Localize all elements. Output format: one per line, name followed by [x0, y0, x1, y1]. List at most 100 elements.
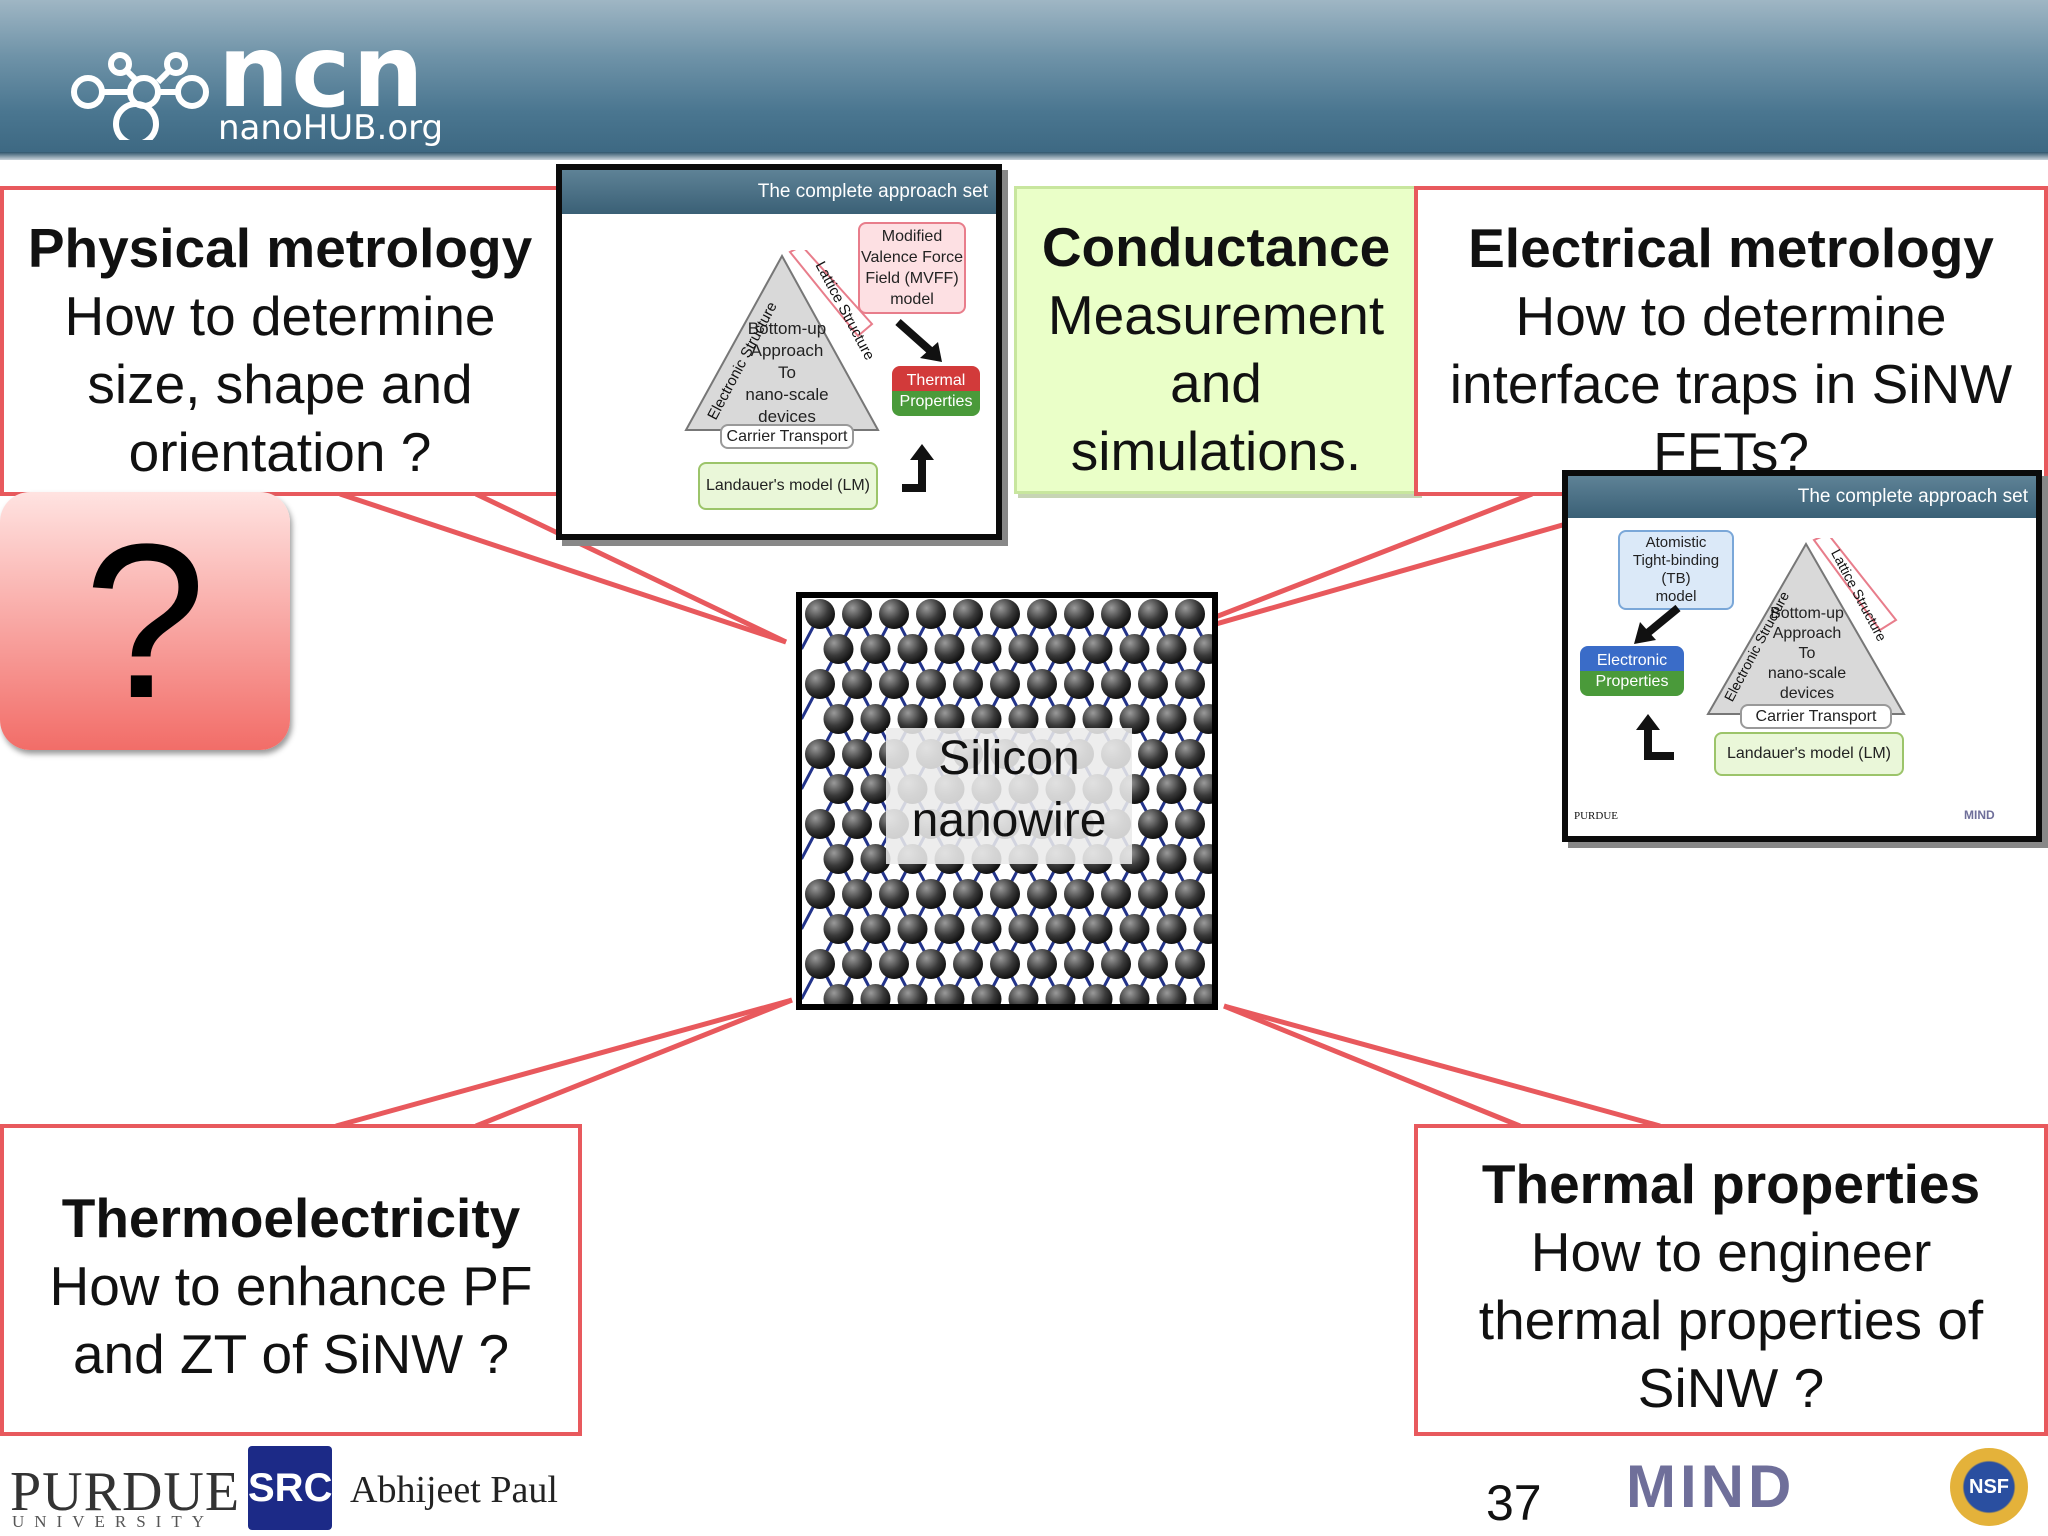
- silicon-atom: [1175, 879, 1205, 909]
- tri-line: nano-scale: [745, 385, 829, 404]
- silicon-atom: [1156, 984, 1187, 1014]
- physical-metrology-line-3: orientation ?: [128, 421, 432, 483]
- connector-thermal-b: [1223, 1003, 1661, 1129]
- silicon-atom: [842, 809, 872, 839]
- silicon-atom: [971, 984, 1002, 1014]
- silicon-atom: [805, 599, 835, 629]
- silicon-atom: [1138, 739, 1168, 769]
- tri-line: nano-scale: [1767, 665, 1847, 682]
- physical-metrology-title: Physical metrology: [27, 217, 533, 279]
- tight-binding-model-label: Atomistic Tight-binding (TB) model: [1618, 530, 1734, 610]
- mvff-line: Modified: [881, 228, 943, 245]
- header-banner: ncn nanoHUB.org: [0, 0, 2048, 160]
- tb-line: model: [1655, 588, 1697, 605]
- silicon-atom: [1027, 879, 1057, 909]
- silicon-atom: [1064, 949, 1094, 979]
- src-logo: SRC: [248, 1446, 332, 1530]
- silicon-atom: [1119, 914, 1150, 944]
- nanohub-logo-subtitle: nanoHUB.org: [218, 108, 444, 148]
- silicon-atom: [1138, 599, 1168, 629]
- silicon-atom: [1064, 879, 1094, 909]
- tb-line: Tight-binding: [1632, 552, 1720, 569]
- silicon-atom: [823, 774, 854, 804]
- landauer-model-label-right: Landauer's model (LM): [1714, 732, 1904, 776]
- silicon-atom: [1193, 984, 1224, 1014]
- silicon-atom: [1045, 704, 1076, 734]
- silicon-atom: [805, 669, 835, 699]
- silicon-atom: [971, 704, 1002, 734]
- silicon-atom: [823, 984, 854, 1014]
- thermal-line: Properties: [899, 393, 973, 410]
- silicon-atom: [1175, 599, 1205, 629]
- silicon-atom: [805, 809, 835, 839]
- thermoelectricity-box: Thermoelectricity How to enhance PF and …: [0, 1124, 582, 1436]
- thumb-mind-logo: MIND: [1964, 808, 1995, 822]
- silicon-atom: [842, 739, 872, 769]
- thermal-properties-label: Thermal Properties: [892, 366, 980, 416]
- silicon-atom: [1138, 949, 1168, 979]
- tb-line: (TB): [1661, 570, 1691, 587]
- electronic-properties-label: Electronic Properties: [1580, 646, 1684, 696]
- silicon-atom: [842, 879, 872, 909]
- purdue-university-label: UNIVERSITY: [12, 1512, 214, 1531]
- silicon-atom: [1193, 774, 1224, 804]
- conductance-box: Conductance Measurement and simulations.: [1014, 186, 1418, 494]
- electrical-metrology-line-1: How to determine: [1515, 285, 1947, 347]
- silicon-atom: [916, 669, 946, 699]
- silicon-atom: [953, 669, 983, 699]
- silicon-atom: [971, 914, 1002, 944]
- mvff-line: model: [890, 291, 934, 308]
- thermal-properties-line-2: thermal properties of: [1478, 1289, 1984, 1351]
- silicon-atom: [1138, 809, 1168, 839]
- approach-thumbnail-left: The complete approach set Bottom-up Appr…: [556, 164, 1002, 540]
- silicon-atom: [1064, 669, 1094, 699]
- silicon-atom: [1008, 914, 1039, 944]
- arrow-up-icon-right: [1636, 714, 1674, 760]
- conductance-line-2: Measurement: [1047, 284, 1385, 346]
- silicon-atom: [879, 599, 909, 629]
- silicon-atom: [1156, 704, 1187, 734]
- silicon-atom: [1119, 704, 1150, 734]
- silicon-atom: [1175, 739, 1205, 769]
- tri-line: devices: [1779, 685, 1835, 702]
- page-number: 37: [1486, 1475, 1542, 1531]
- electrical-metrology-title: Electrical metrology: [1468, 217, 1994, 279]
- silicon-atom: [1193, 634, 1224, 664]
- silicon-atom: [860, 634, 891, 664]
- arrow-down-left-icon: [1634, 604, 1681, 644]
- silicon-atom: [1045, 634, 1076, 664]
- thermal-properties-box: Thermal properties How to engineer therm…: [1414, 1124, 2048, 1436]
- silicon-atom: [1101, 669, 1131, 699]
- silicon-nanowire-label: Silicon nanowire: [886, 728, 1132, 864]
- question-mark-button: ?: [0, 492, 290, 750]
- silicon-atom: [1138, 669, 1168, 699]
- purdue-logo: PURDUE: [10, 1461, 241, 1523]
- silicon-atom: [860, 774, 891, 804]
- conductance-title: Conductance: [1041, 216, 1391, 278]
- carrier-transport-label-right: Carrier Transport: [1740, 704, 1892, 729]
- conductance-line-4: simulations.: [1070, 420, 1362, 482]
- silicon-atom: [990, 949, 1020, 979]
- silicon-atom: [823, 844, 854, 874]
- thermal-properties-title: Thermal properties: [1481, 1153, 1981, 1215]
- electronic-line: Electronic: [1596, 652, 1668, 669]
- silicon-atom: [1008, 704, 1039, 734]
- silicon-atom: [805, 949, 835, 979]
- thumb-right-tri-text: Bottom-up Approach To nano-scale devices: [1764, 604, 1850, 704]
- mind-logo: MIND: [1626, 1453, 1796, 1520]
- thumb-left-tri-text: Bottom-up Approach To nano-scale devices: [742, 318, 832, 428]
- thumb-purdue-logo: PURDUE: [1574, 810, 1619, 822]
- silicon-atom: [990, 669, 1020, 699]
- physical-metrology-line-1: How to determine: [64, 285, 496, 347]
- nsf-logo: NSF: [1950, 1448, 2028, 1526]
- silicon-atom: [934, 984, 965, 1014]
- ncn-molecule-icon: [71, 52, 209, 140]
- silicon-atom: [1045, 914, 1076, 944]
- silicon-atom: [879, 879, 909, 909]
- silicon-atom: [971, 634, 1002, 664]
- approach-thumbnail-right: The complete approach set Atomistic Tigh…: [1562, 470, 2042, 842]
- silicon-atom: [1008, 984, 1039, 1014]
- silicon-atom: [1156, 844, 1187, 874]
- silicon-atom: [1175, 949, 1205, 979]
- silicon-atom: [916, 949, 946, 979]
